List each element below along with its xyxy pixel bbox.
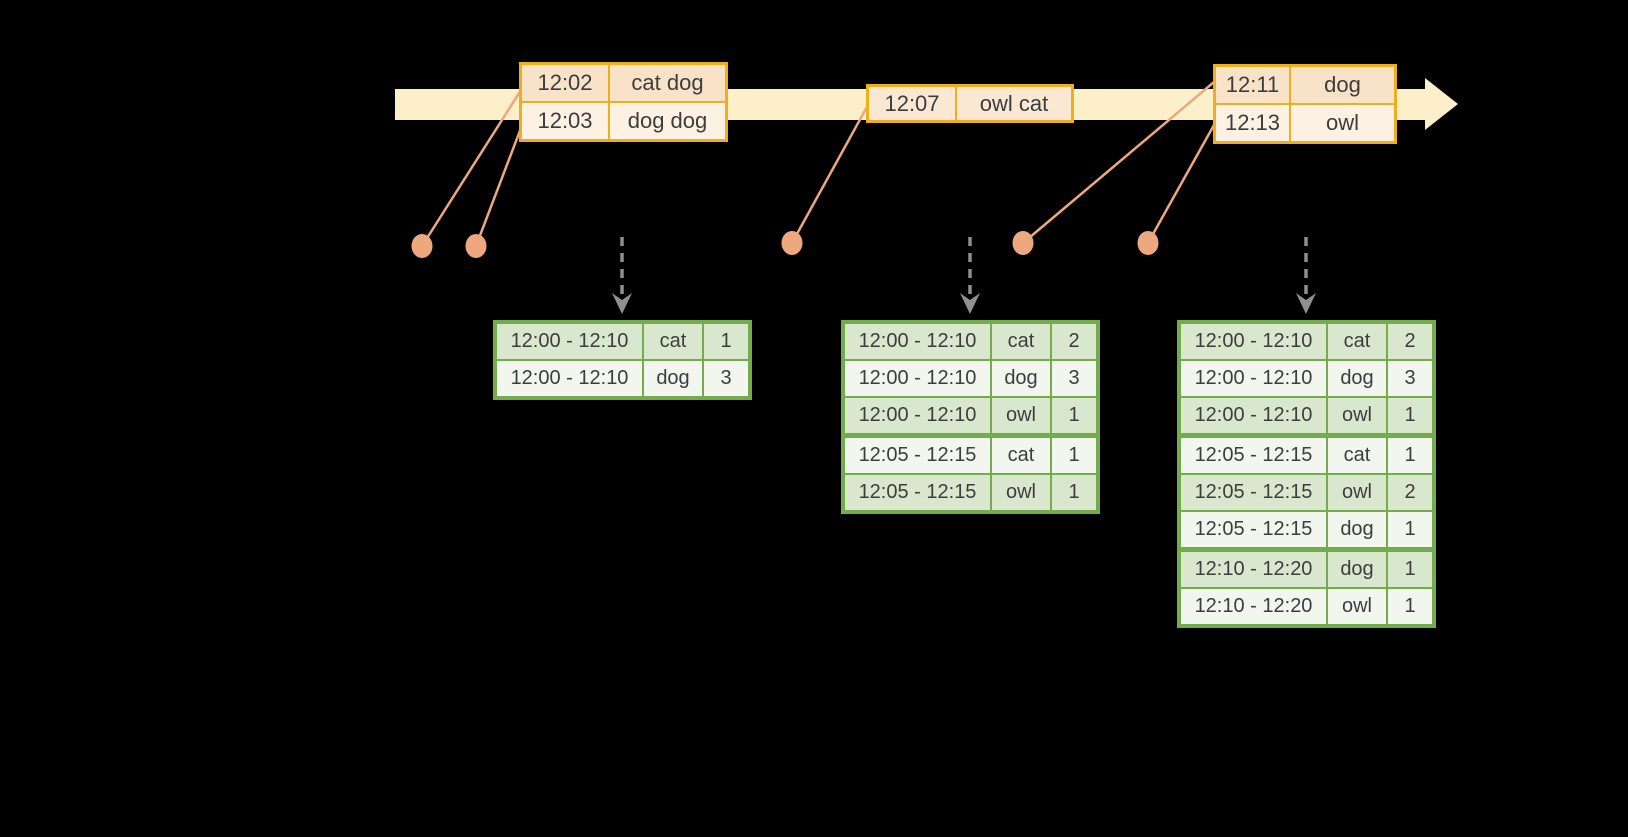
event-time-cell: 12:11 <box>1216 67 1289 103</box>
connector-line-icon <box>1146 124 1216 244</box>
word-cell: owl <box>992 398 1050 433</box>
window-cell: 12:05 - 12:15 <box>845 438 990 473</box>
count-cell: 1 <box>1052 475 1096 510</box>
table-row: 12:00 - 12:10 dog 3 <box>845 361 1096 396</box>
event-time-cell: 12:13 <box>1216 105 1289 141</box>
word-cell: owl <box>992 475 1050 510</box>
event-words-cell: dog <box>1291 67 1394 103</box>
table-row: 12:00 - 12:10 owl 1 <box>845 398 1096 433</box>
table-row: 12:00 - 12:10 dog 3 <box>497 361 748 396</box>
word-cell: dog <box>1328 512 1386 547</box>
table-row: 12:00 - 12:10 dog 3 <box>1181 361 1432 396</box>
window-cell: 12:00 - 12:10 <box>497 324 642 359</box>
word-cell: dog <box>1328 552 1386 587</box>
event-time-cell: 12:02 <box>522 65 608 101</box>
count-cell: 2 <box>1052 324 1096 359</box>
table-row: 12:00 - 12:10 owl 1 <box>1181 398 1432 433</box>
connector-line-icon <box>474 127 523 247</box>
table-row: 12:05 - 12:15 owl 2 <box>1181 475 1432 510</box>
word-cell: owl <box>1328 398 1386 433</box>
connector-line-icon <box>1022 81 1215 244</box>
table-row: 12:05 - 12:15 cat 1 <box>1181 438 1432 473</box>
table-row: 12:05 - 12:15 owl 1 <box>845 475 1096 510</box>
window-cell: 12:10 - 12:20 <box>1181 589 1326 624</box>
word-cell: cat <box>1328 438 1386 473</box>
word-cell: cat <box>1328 324 1386 359</box>
event-table-1: 12:02 cat dog 12:03 dog dog <box>519 62 728 142</box>
event-time-cell: 12:07 <box>869 87 955 120</box>
window-cell: 12:00 - 12:10 <box>1181 324 1326 359</box>
window-cell: 12:05 - 12:15 <box>845 475 990 510</box>
event-words-cell: dog dog <box>610 103 725 139</box>
event-dot-icon <box>781 231 803 255</box>
event-dot-icon <box>1012 231 1034 255</box>
window-cell: 12:00 - 12:10 <box>845 361 990 396</box>
word-cell: dog <box>992 361 1050 396</box>
word-cell: cat <box>992 324 1050 359</box>
event-dot-icon <box>411 234 433 258</box>
word-cell: cat <box>992 438 1050 473</box>
window-cell: 12:00 - 12:10 <box>1181 398 1326 433</box>
count-cell: 3 <box>1388 361 1432 396</box>
table-row: 12:10 - 12:20 owl 1 <box>1181 589 1432 624</box>
word-cell: dog <box>1328 361 1386 396</box>
event-table-2: 12:07 owl cat <box>866 84 1074 123</box>
count-cell: 1 <box>1388 589 1432 624</box>
count-cell: 1 <box>1388 552 1432 587</box>
window-cell: 12:05 - 12:15 <box>1181 475 1326 510</box>
table-row: 12:00 - 12:10 cat 2 <box>1181 324 1432 359</box>
result-table-2: 12:00 - 12:10 cat 2 12:00 - 12:10 dog 3 … <box>841 320 1100 514</box>
word-cell: cat <box>644 324 702 359</box>
window-cell: 12:10 - 12:20 <box>1181 552 1326 587</box>
window-cell: 12:00 - 12:10 <box>497 361 642 396</box>
word-cell: owl <box>1328 475 1386 510</box>
count-cell: 1 <box>1388 438 1432 473</box>
event-dots <box>411 231 1159 258</box>
connector-line-icon <box>790 104 870 244</box>
result-table-3: 12:00 - 12:10 cat 2 12:00 - 12:10 dog 3 … <box>1177 320 1436 628</box>
count-cell: 1 <box>704 324 748 359</box>
window-cell: 12:05 - 12:15 <box>1181 438 1326 473</box>
event-dot-icon <box>1137 231 1159 255</box>
window-cell: 12:00 - 12:10 <box>845 324 990 359</box>
event-words-cell: owl <box>1291 105 1394 141</box>
connector-lines <box>420 81 1216 247</box>
event-time-cell: 12:03 <box>522 103 608 139</box>
word-cell: dog <box>644 361 702 396</box>
flow-down-arrowhead-icon <box>612 293 632 314</box>
event-table-3: 12:11 dog 12:13 owl <box>1213 64 1397 144</box>
table-row: 12:00 - 12:10 cat 1 <box>497 324 748 359</box>
event-words-cell: cat dog <box>610 65 725 101</box>
flow-arrowheads <box>612 293 1316 314</box>
count-cell: 2 <box>1388 324 1432 359</box>
table-row: 12:05 - 12:15 cat 1 <box>845 438 1096 473</box>
connector-line-icon <box>420 89 523 247</box>
count-cell: 1 <box>1388 512 1432 547</box>
count-cell: 3 <box>1052 361 1096 396</box>
window-cell: 12:05 - 12:15 <box>1181 512 1326 547</box>
flow-down-arrowhead-icon <box>1296 293 1316 314</box>
table-row: 12:10 - 12:20 dog 1 <box>1181 552 1432 587</box>
count-cell: 1 <box>1052 398 1096 433</box>
event-words-cell: owl cat <box>957 87 1071 120</box>
count-cell: 3 <box>704 361 748 396</box>
event-dot-icon <box>465 234 487 258</box>
window-cell: 12:00 - 12:10 <box>1181 361 1326 396</box>
count-cell: 2 <box>1388 475 1432 510</box>
window-cell: 12:00 - 12:10 <box>845 398 990 433</box>
table-row: 12:00 - 12:10 cat 2 <box>845 324 1096 359</box>
timeline-arrowhead-icon <box>1425 78 1458 130</box>
result-table-1: 12:00 - 12:10 cat 1 12:00 - 12:10 dog 3 <box>493 320 752 400</box>
word-cell: owl <box>1328 589 1386 624</box>
flow-down-arrowhead-icon <box>960 293 980 314</box>
flow-arrows <box>620 237 1308 295</box>
count-cell: 1 <box>1388 398 1432 433</box>
table-row: 12:05 - 12:15 dog 1 <box>1181 512 1432 547</box>
count-cell: 1 <box>1052 438 1096 473</box>
